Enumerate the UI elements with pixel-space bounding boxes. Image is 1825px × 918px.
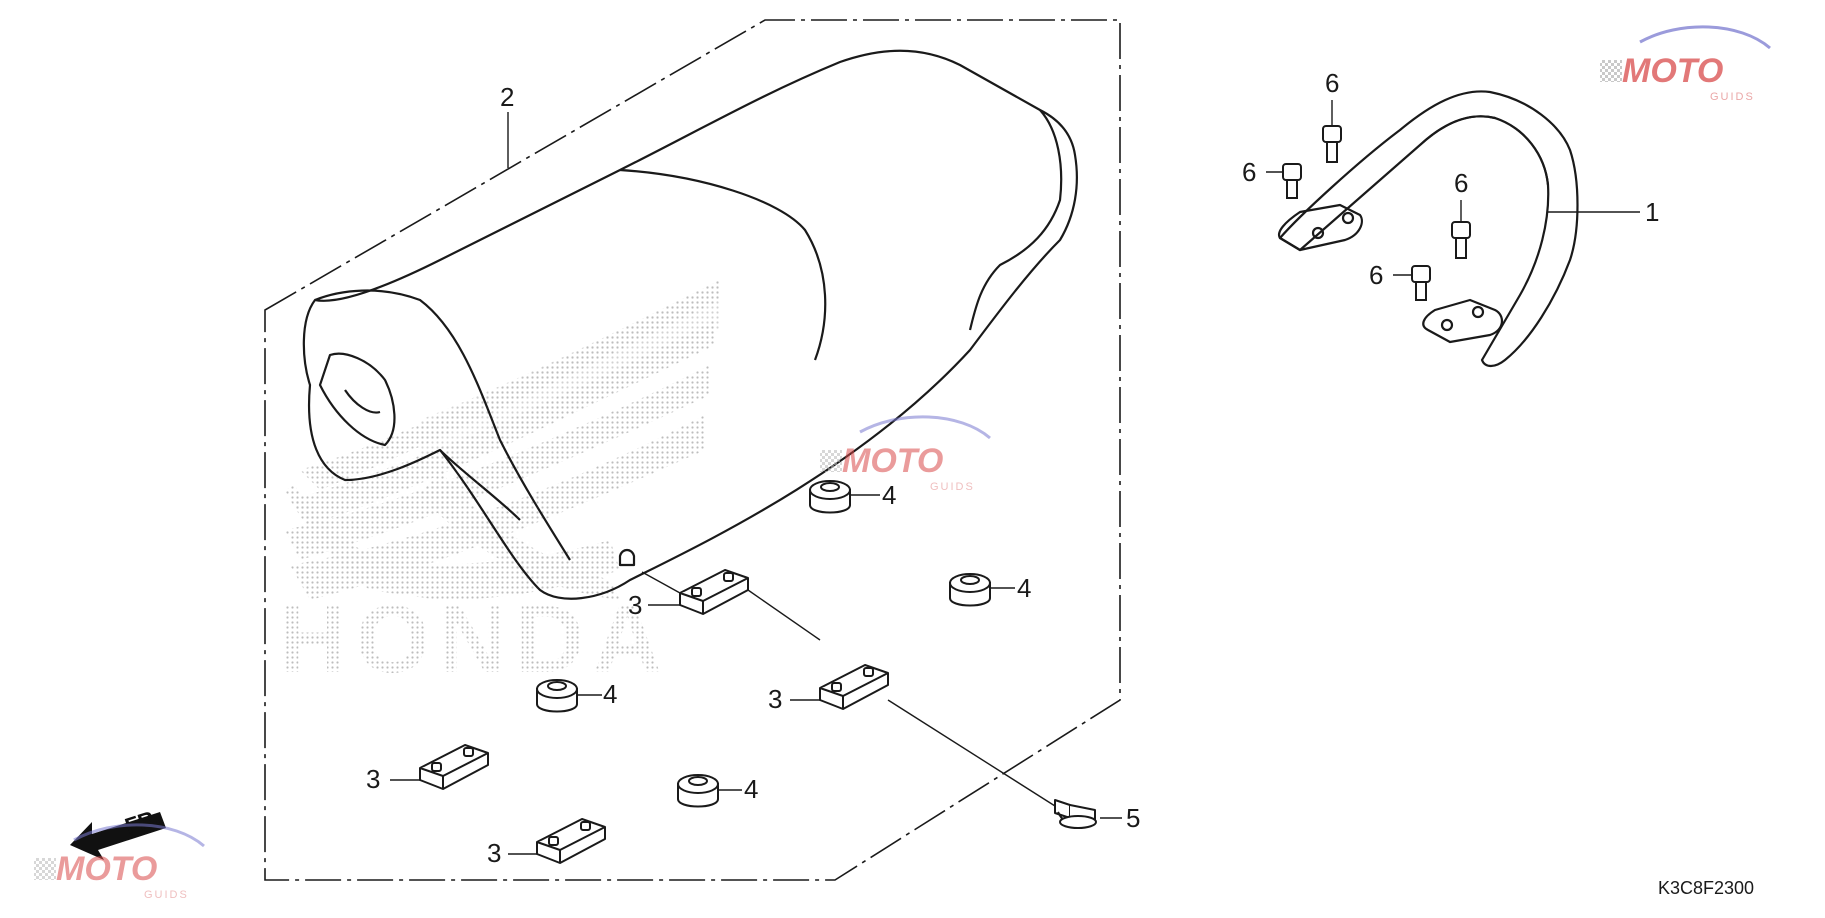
- watermark-sub: GUIDS: [930, 481, 975, 493]
- callout-3-d: 3: [487, 838, 501, 868]
- callout-4-d: 4: [744, 774, 758, 804]
- watermark-middle: MOTO GUIDS: [820, 415, 991, 493]
- callout-3-b: 3: [768, 684, 782, 714]
- bolt-6-a: [1322, 125, 1342, 163]
- callout-2: 2: [500, 82, 514, 112]
- callout-6-d: 6: [1369, 260, 1383, 290]
- honda-logo-text: HONDA: [278, 586, 670, 693]
- callout-6-b: 6: [1242, 157, 1256, 187]
- callout-6-a: 6: [1325, 68, 1339, 98]
- cushion-4-c: [536, 679, 578, 713]
- honda-wing-logo: [285, 280, 720, 600]
- stopper-3-b: [819, 664, 889, 710]
- watermark-main: MOTO: [1622, 52, 1723, 90]
- watermark-bottom-left: MOTO GUIDS: [34, 823, 205, 901]
- cushion-4-b: [949, 573, 991, 607]
- cushion-4-a: [809, 480, 851, 514]
- seat-assembly: [302, 49, 1078, 600]
- callout-6-c: 6: [1454, 168, 1468, 198]
- watermark-main: MOTO: [56, 850, 157, 888]
- stopper-3-c: [419, 744, 489, 790]
- leader-lines: [390, 100, 1640, 855]
- watermark-top-right: MOTO GUIDS: [1600, 25, 1771, 103]
- callout-3-a: 3: [628, 590, 642, 620]
- diagram-code: K3C8F2300: [1658, 878, 1754, 898]
- screw-5: [1054, 799, 1097, 829]
- callout-5: 5: [1126, 803, 1140, 833]
- kit-boundary: [264, 19, 1121, 881]
- callout-4-b: 4: [1017, 573, 1031, 603]
- cushion-4-d: [677, 774, 719, 808]
- watermark-sub: GUIDS: [1710, 91, 1755, 103]
- bolt-6-b: [1282, 163, 1302, 199]
- stopper-3-d: [536, 818, 606, 864]
- callout-4-c: 4: [603, 679, 617, 709]
- callout-3-c: 3: [366, 764, 380, 794]
- bolt-6-d: [1411, 265, 1431, 301]
- stopper-3-a: [679, 569, 749, 615]
- grab-rail: [1277, 90, 1579, 368]
- watermark-sub: GUIDS: [144, 889, 189, 901]
- watermark-main: MOTO: [842, 442, 943, 480]
- callout-4-a: 4: [882, 480, 896, 510]
- bolt-6-c: [1451, 221, 1471, 259]
- callout-1: 1: [1645, 197, 1659, 227]
- front-label: FR.: [122, 804, 163, 839]
